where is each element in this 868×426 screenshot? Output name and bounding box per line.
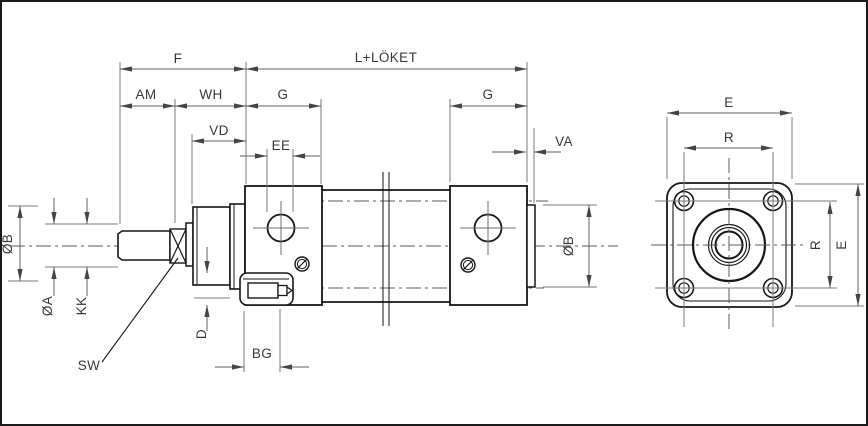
gland-housing [192, 206, 231, 286]
cushion-plug-head [277, 284, 288, 297]
label-vd: VD [209, 123, 229, 138]
extension-lines [8, 62, 864, 372]
side-view [10, 172, 618, 363]
cushion-plug-tip [286, 285, 294, 296]
flats-cross-2 [169, 228, 187, 264]
label-d: D [194, 329, 209, 339]
label-r-top: R [724, 130, 734, 145]
rear-boss [526, 204, 536, 288]
label-sw: SW [78, 358, 101, 373]
label-f: F [174, 51, 183, 66]
label-kk: KK [74, 297, 89, 316]
end-view [651, 152, 837, 330]
rear-cushion-screw [460, 257, 476, 273]
label-l-loket: L+LÖKET [355, 50, 417, 65]
label-dia-a: ØA [40, 296, 55, 316]
label-am: AM [135, 87, 156, 102]
dimension-labels: F L+LÖKET AM WH G G VD EE VA ØB ØA KK SW… [0, 50, 849, 373]
label-e-side: E [834, 240, 849, 249]
label-ee: EE [272, 138, 291, 153]
label-wh: WH [199, 87, 222, 102]
label-r-side: R [808, 240, 823, 250]
cushion-plug [247, 282, 279, 299]
label-dia-b-left: ØB [0, 234, 15, 254]
label-va: VA [555, 134, 573, 149]
rod-collar [185, 222, 194, 267]
label-bg: BG [252, 346, 272, 361]
label-g-rear: G [483, 87, 494, 102]
piston-rod [117, 230, 171, 261]
label-e-top: E [724, 95, 733, 110]
front-cushion-screw [294, 256, 310, 272]
sw-leader-line [101, 257, 179, 363]
cushion-boss [239, 272, 294, 306]
label-dia-b-right: ØB [561, 236, 576, 256]
dimension-lines [17, 66, 861, 370]
label-g-front: G [278, 87, 289, 102]
